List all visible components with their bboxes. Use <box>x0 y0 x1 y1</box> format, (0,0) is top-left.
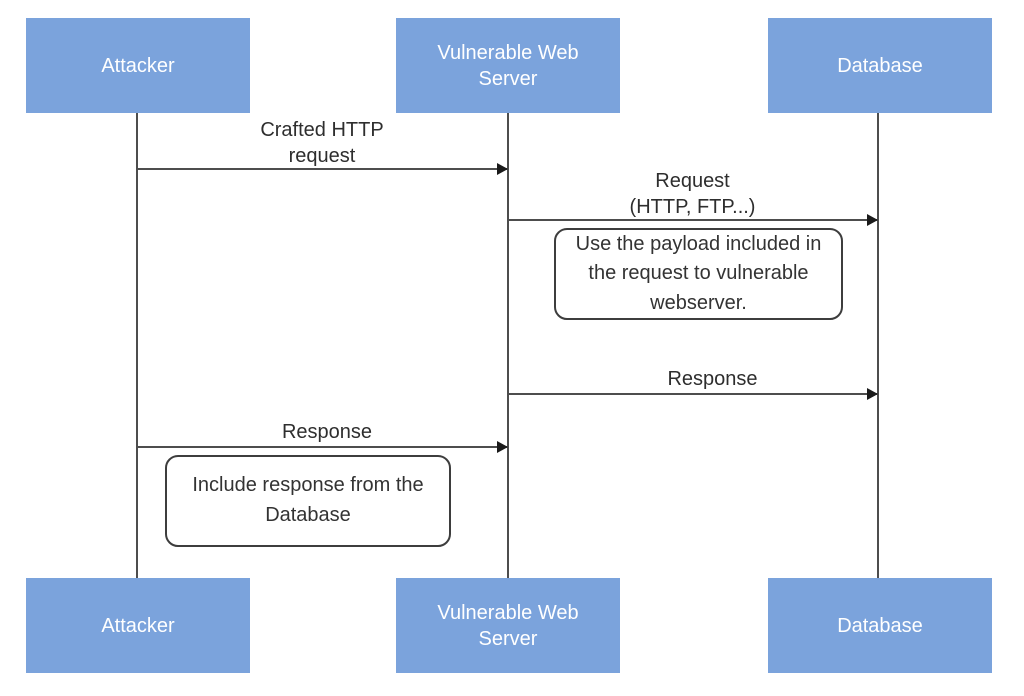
message-label-response-to-database: Response <box>667 368 758 390</box>
lifeline-vulnerable-web-server <box>507 113 509 578</box>
message-label-response-to-webserver: Response <box>281 421 373 443</box>
arrowhead-icon <box>497 441 508 453</box>
actor-box-vulnerable-web-server-bottom: Vulnerable Web Server <box>396 578 620 673</box>
message-line-request-http-ftp <box>508 219 877 221</box>
actor-box-vulnerable-web-server-top: Vulnerable Web Server <box>396 18 620 113</box>
note-include-response: Include response from the Database <box>165 455 451 547</box>
actor-box-attacker-top: Attacker <box>26 18 250 113</box>
arrowhead-icon <box>867 214 878 226</box>
message-line-response-to-webserver <box>137 446 507 448</box>
message-label-crafted-http-request: Crafted HTTP request <box>260 119 384 167</box>
arrowhead-icon <box>867 388 878 400</box>
arrowhead-icon <box>497 163 508 175</box>
lifeline-database <box>877 113 879 578</box>
actor-box-attacker-bottom: Attacker <box>26 578 250 673</box>
message-label-request-http-ftp: Request (HTTP, FTP...) <box>629 170 756 218</box>
message-line-response-to-database <box>508 393 877 395</box>
actor-box-database-top: Database <box>768 18 992 113</box>
note-use-payload: Use the payload included in the request … <box>554 228 843 320</box>
lifeline-attacker <box>136 113 138 578</box>
actor-box-database-bottom: Database <box>768 578 992 673</box>
message-line-crafted-http-request <box>137 168 507 170</box>
